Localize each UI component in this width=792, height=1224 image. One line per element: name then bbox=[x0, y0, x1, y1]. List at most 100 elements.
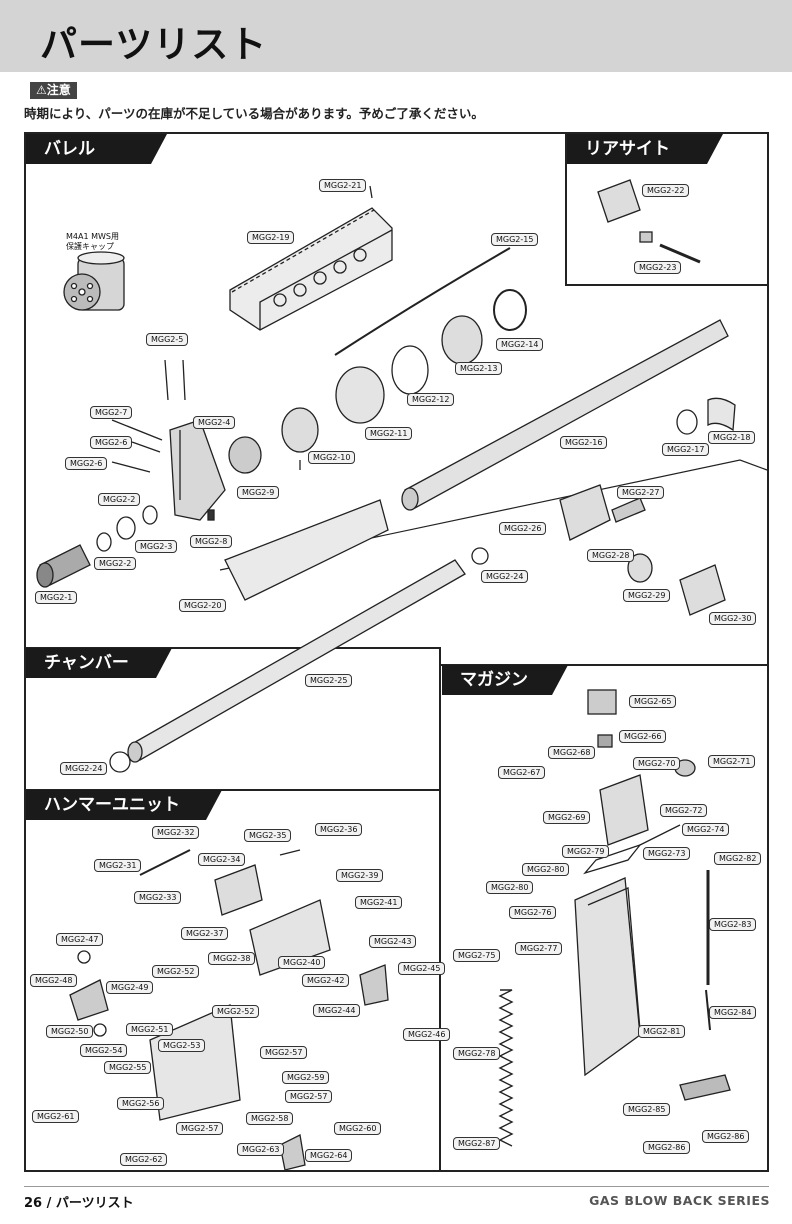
part-label: MGG2-5 bbox=[146, 333, 189, 346]
part-label: MGG2-25 bbox=[305, 674, 353, 687]
flash-hider-drawing bbox=[36, 544, 91, 588]
outer-barrel-drawing bbox=[401, 319, 729, 511]
part-label: MGG2-74 bbox=[682, 823, 730, 836]
part-label: MGG2-15 bbox=[491, 233, 539, 246]
part-label: MGG2-8 bbox=[190, 535, 233, 548]
inner-barrel-drawing bbox=[127, 559, 466, 763]
part-label: MGG2-58 bbox=[246, 1112, 294, 1125]
page-title: パーツリスト bbox=[40, 23, 268, 66]
part-label: MGG2-71 bbox=[708, 755, 756, 768]
part-label: MGG2-65 bbox=[629, 695, 677, 708]
header-band bbox=[0, 0, 792, 72]
part-label: MGG2-9 bbox=[237, 486, 280, 499]
part-label: MGG2-84 bbox=[709, 1006, 757, 1019]
part-label: MGG2-82 bbox=[714, 852, 762, 865]
part-label: MGG2-36 bbox=[315, 823, 363, 836]
part-label: MGG2-78 bbox=[453, 1047, 501, 1060]
part-label: MGG2-3 bbox=[135, 540, 178, 553]
part-label: MGG2-83 bbox=[709, 918, 757, 931]
part-label: MGG2-33 bbox=[134, 891, 182, 904]
part-label: MGG2-10 bbox=[308, 451, 356, 464]
part-label: MGG2-17 bbox=[662, 443, 710, 456]
part-label: MGG2-81 bbox=[638, 1025, 686, 1038]
part-label: MGG2-73 bbox=[643, 847, 691, 860]
part-label: MGG2-72 bbox=[660, 804, 708, 817]
part-label: MGG2-86 bbox=[702, 1130, 750, 1143]
part-label: MGG2-51 bbox=[126, 1023, 174, 1036]
part-label: MGG2-1 bbox=[35, 591, 78, 604]
part-label: MGG2-61 bbox=[32, 1110, 80, 1123]
part-label: MGG2-24 bbox=[481, 570, 529, 583]
notice-badge: ⚠注意 bbox=[30, 82, 77, 99]
part-label: MGG2-80 bbox=[486, 881, 534, 894]
part-label: MGG2-48 bbox=[30, 974, 78, 987]
part-label: MGG2-7 bbox=[90, 406, 133, 419]
part-label: MGG2-24 bbox=[60, 762, 108, 775]
part-label: MGG2-76 bbox=[509, 906, 557, 919]
part-label: MGG2-18 bbox=[708, 431, 756, 444]
part-label: MGG2-13 bbox=[455, 362, 503, 375]
front-sight-drawing bbox=[169, 419, 226, 521]
part-label: MGG2-2 bbox=[94, 557, 137, 570]
part-label: MGG2-68 bbox=[548, 746, 596, 759]
part-label: MGG2-34 bbox=[198, 853, 246, 866]
part-label: MGG2-52 bbox=[212, 1005, 260, 1018]
part-label: MGG2-85 bbox=[623, 1103, 671, 1116]
part-label: MGG2-56 bbox=[117, 1097, 165, 1110]
part-label: MGG2-29 bbox=[623, 589, 671, 602]
magazine-drawing bbox=[574, 877, 641, 1077]
part-label: MGG2-79 bbox=[562, 845, 610, 858]
part-label: MGG2-37 bbox=[181, 927, 229, 940]
part-label: MGG2-57 bbox=[285, 1090, 333, 1103]
part-label: MGG2-55 bbox=[104, 1061, 152, 1074]
rear-sight-box bbox=[565, 134, 767, 286]
part-label: MGG2-21 bbox=[319, 179, 367, 192]
part-label: MGG2-39 bbox=[336, 869, 384, 882]
part-label: MGG2-60 bbox=[334, 1122, 382, 1135]
part-label: MGG2-63 bbox=[237, 1143, 285, 1156]
footer-rule bbox=[24, 1186, 769, 1187]
section-tab-hammer-unit: ハンマーユニット bbox=[26, 790, 222, 820]
part-label: MGG2-70 bbox=[633, 757, 681, 770]
part-label: MGG2-27 bbox=[617, 486, 665, 499]
part-label: MGG2-52 bbox=[152, 965, 200, 978]
part-label: MGG2-53 bbox=[158, 1039, 206, 1052]
part-label: MGG2-50 bbox=[46, 1025, 94, 1038]
part-label: MGG2-12 bbox=[407, 393, 455, 406]
part-label: MGG2-54 bbox=[80, 1044, 128, 1057]
part-label: MGG2-16 bbox=[560, 436, 608, 449]
part-label: MGG2-32 bbox=[152, 826, 200, 839]
part-label: MGG2-38 bbox=[208, 952, 256, 965]
part-label: MGG2-14 bbox=[496, 338, 544, 351]
footer-page-label: 26 / パーツリスト bbox=[24, 1196, 134, 1211]
part-label: MGG2-4 bbox=[193, 416, 236, 429]
part-label: MGG2-80 bbox=[522, 863, 570, 876]
part-label: MGG2-2 bbox=[98, 493, 141, 506]
part-label: MGG2-43 bbox=[369, 935, 417, 948]
protective-cap-note-line1: M4A1 MWS用 bbox=[66, 232, 119, 241]
part-label: MGG2-26 bbox=[499, 522, 547, 535]
part-label: MGG2-75 bbox=[453, 949, 501, 962]
part-label: MGG2-6 bbox=[90, 436, 133, 449]
part-label: MGG2-20 bbox=[179, 599, 227, 612]
part-label: MGG2-62 bbox=[120, 1153, 168, 1166]
section-tab-barrel: バレル bbox=[26, 134, 167, 164]
section-tab-magazine: マガジン bbox=[442, 665, 568, 695]
part-label: MGG2-42 bbox=[302, 974, 350, 987]
part-label: MGG2-19 bbox=[247, 231, 295, 244]
part-label: MGG2-86 bbox=[643, 1141, 691, 1154]
part-label: MGG2-11 bbox=[365, 427, 413, 440]
part-label: MGG2-57 bbox=[260, 1046, 308, 1059]
part-label: MGG2-46 bbox=[403, 1028, 451, 1041]
footer-series: GAS BLOW BACK SERIES bbox=[589, 1193, 770, 1208]
part-label: MGG2-66 bbox=[619, 730, 667, 743]
section-tab-rear-sight: リアサイト bbox=[567, 134, 723, 164]
part-label: MGG2-40 bbox=[278, 956, 326, 969]
part-label: MGG2-49 bbox=[106, 981, 154, 994]
part-label: MGG2-87 bbox=[453, 1137, 501, 1150]
parts-diagram-frame bbox=[24, 132, 769, 1172]
notice-text: 時期により、パーツの在庫が不足している場合があります。予めご了承ください。 bbox=[24, 106, 484, 121]
part-label: MGG2-31 bbox=[94, 859, 142, 872]
section-tab-chamber: チャンバー bbox=[26, 648, 172, 678]
